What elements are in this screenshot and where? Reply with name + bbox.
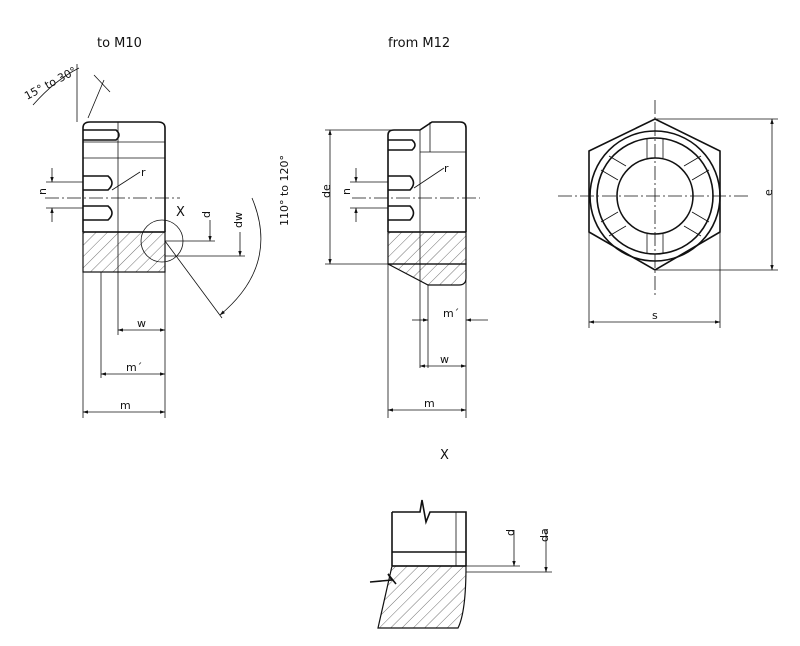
left-label-m: m: [120, 399, 131, 412]
left-label-n: n: [36, 188, 49, 195]
middle-label-m-prime: m´: [443, 307, 459, 320]
detail-hatched-section: [377, 565, 467, 629]
middle-label-n: n: [340, 188, 353, 195]
middle-hatched-section: [387, 231, 467, 265]
detail-label-d: d: [504, 529, 517, 536]
left-angle-top: 15° to 30°: [22, 64, 78, 102]
left-hatched-section: [82, 231, 166, 273]
left-nut-view: r n X d dw 15° to 30° 110° to 120° w: [22, 64, 291, 418]
left-angle-right: 110° to 120°: [278, 155, 291, 226]
left-label-w: w: [137, 317, 146, 330]
left-label-r: r: [141, 166, 146, 179]
middle-label-r: r: [444, 162, 449, 175]
middle-label-de: de: [320, 184, 333, 198]
title-detail-x: X: [440, 448, 449, 463]
title-to-m10: to M10: [97, 36, 142, 51]
detail-label-da: da: [538, 528, 551, 542]
left-label-m-prime: m´: [126, 361, 142, 374]
left-label-dw: dw: [232, 212, 245, 228]
detail-x-view: d da: [369, 499, 552, 629]
top-label-s: s: [652, 309, 658, 322]
middle-hatched-crown: [387, 263, 467, 286]
middle-label-w: w: [440, 353, 449, 366]
top-view: e s: [558, 100, 778, 328]
hexagon-outline: [588, 118, 721, 271]
top-label-e: e: [762, 189, 775, 196]
left-detail-ref: X: [176, 205, 185, 220]
left-label-d: d: [200, 211, 213, 218]
title-from-m12: from M12: [388, 36, 450, 51]
middle-label-m: m: [424, 397, 435, 410]
middle-nut-view: r n de m´ w m: [320, 121, 488, 418]
